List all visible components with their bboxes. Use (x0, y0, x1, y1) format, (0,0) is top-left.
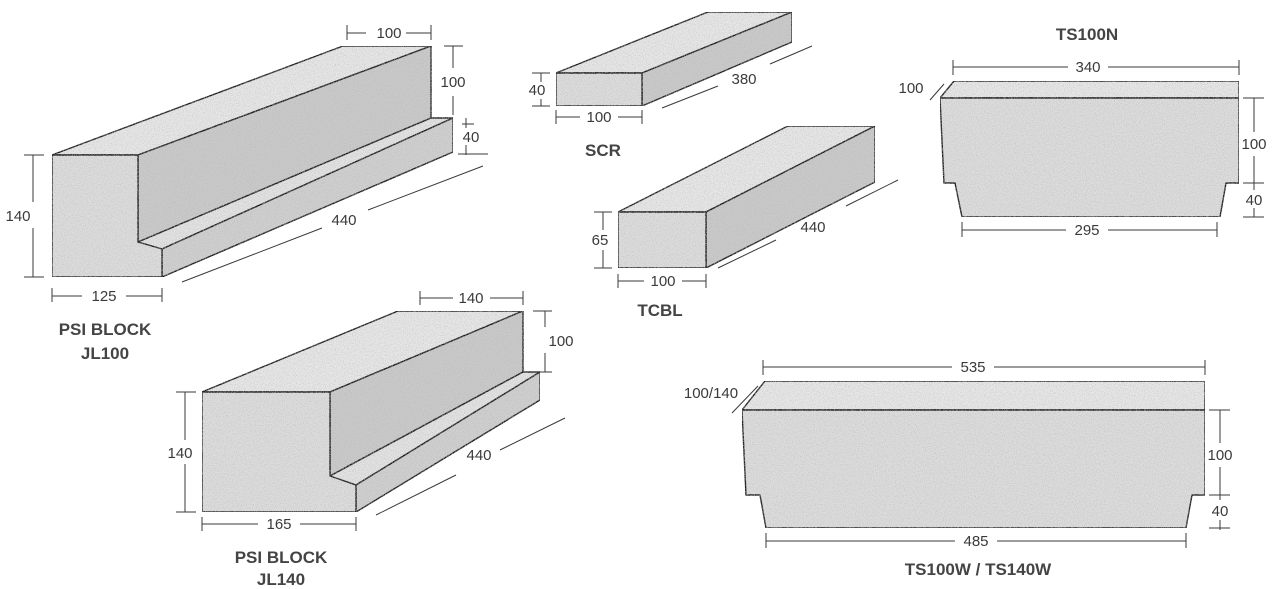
jl100-dim-top: 100 (376, 25, 401, 42)
scr-dim-height: 40 (529, 82, 546, 99)
scr-title: SCR (585, 141, 621, 160)
ts100n-dim-top: 340 (1075, 59, 1100, 76)
jl100-dim-width: 125 (91, 288, 116, 305)
jl140-title-line2: JL140 (257, 570, 305, 589)
ts100n-dim-bottom: 295 (1074, 222, 1099, 239)
ts100w-dim-depth: 100/140 (684, 385, 738, 402)
ts100n-title: TS100N (1056, 25, 1118, 44)
ts100w-dim-upper: 100 (1207, 447, 1232, 464)
scr-dimensions: 40 100 380 SCR (529, 45, 813, 160)
tcbl-dimensions: 65 100 440 TCBL (592, 179, 899, 320)
ts100w-dimensions: 535 100/140 100 40 485 TS100W / TS140W (684, 359, 1233, 579)
jl100-dim-length: 440 (331, 212, 356, 229)
tcbl-dim-height: 65 (592, 232, 609, 249)
ts100w-block (741, 380, 1206, 529)
ts100w-dim-top: 535 (960, 359, 985, 376)
jl140-dim-height: 140 (167, 445, 192, 462)
tcbl-title: TCBL (637, 301, 682, 320)
jl100-dim-height: 140 (5, 208, 30, 225)
tcbl-dim-width: 100 (650, 273, 675, 290)
psi-block-jl140 (201, 310, 541, 513)
scr-block (555, 11, 793, 107)
jl140-dim-length: 440 (466, 447, 491, 464)
ts100w-dim-lower: 40 (1212, 503, 1229, 520)
ts100n-dim-lower: 40 (1246, 192, 1263, 209)
ts100n-block (939, 80, 1240, 218)
scr-dim-length: 380 (731, 71, 756, 88)
jl100-dim-lip: 40 (463, 129, 480, 146)
jl100-title-line1: PSI BLOCK (59, 320, 152, 339)
tcbl-block (617, 125, 876, 269)
ts100w-title: TS100W / TS140W (905, 560, 1052, 579)
ts100n-dim-depth: 100 (898, 80, 923, 97)
jl140-dim-width: 165 (266, 516, 291, 533)
jl140-dim-top: 140 (458, 290, 483, 307)
tcbl-dim-length: 440 (800, 219, 825, 236)
jl100-dim-step: 100 (440, 74, 465, 91)
psi-block-jl100-dimensions: 100 100 40 140 125 440 PSI BLOCK JL100 (5, 25, 488, 363)
ts100w-dim-bottom: 485 (963, 533, 988, 550)
ts100n-dim-upper: 100 (1241, 136, 1266, 153)
psi-block-jl140-dimensions: 140 100 140 165 440 PSI BLOCK JL140 (167, 290, 573, 589)
jl100-title-line2: JL100 (81, 344, 129, 363)
jl140-dim-step: 100 (548, 333, 573, 350)
ts100n-dimensions: TS100N 340 100 100 40 295 (898, 25, 1266, 239)
psi-block-jl100 (51, 45, 454, 278)
jl140-title-line1: PSI BLOCK (235, 548, 328, 567)
scr-dim-width: 100 (586, 109, 611, 126)
